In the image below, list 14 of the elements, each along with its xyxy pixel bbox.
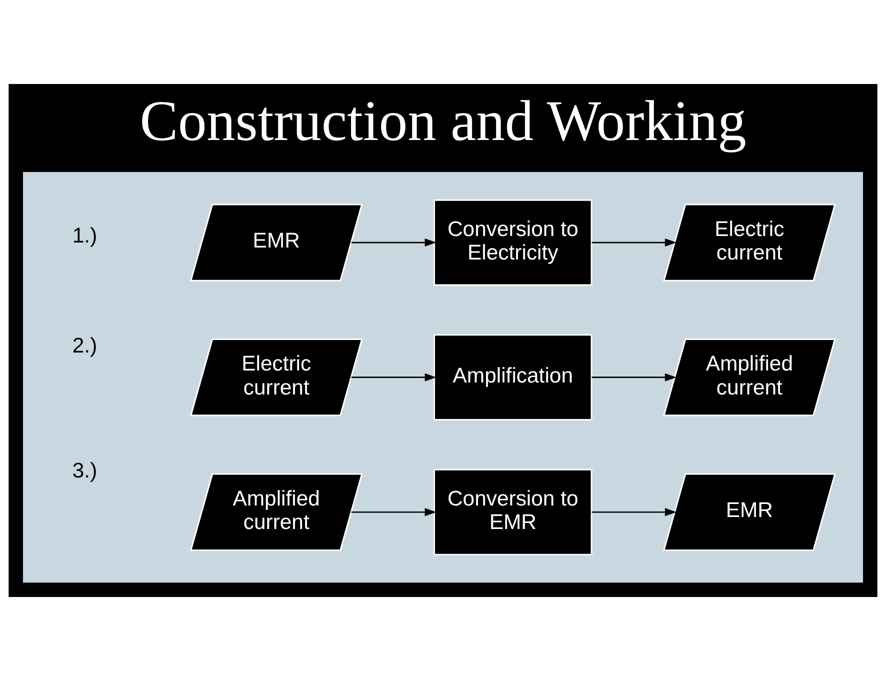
label: 3.) [72, 458, 98, 482]
arrow [592, 238, 676, 246]
arrow [351, 508, 436, 516]
arrow [592, 508, 676, 516]
arrow [351, 372, 436, 381]
diagram-title: Construction and Working [140, 89, 746, 152]
cluster [23, 172, 863, 582]
node-box: Conversion to EMR [434, 468, 592, 555]
label: 2.) [72, 334, 98, 357]
node-box: Conversion to Electricity [434, 198, 592, 286]
label: 1.) [72, 224, 98, 248]
arrow [351, 238, 436, 246]
arrow [592, 372, 676, 381]
node-box: Amplification [434, 334, 592, 420]
